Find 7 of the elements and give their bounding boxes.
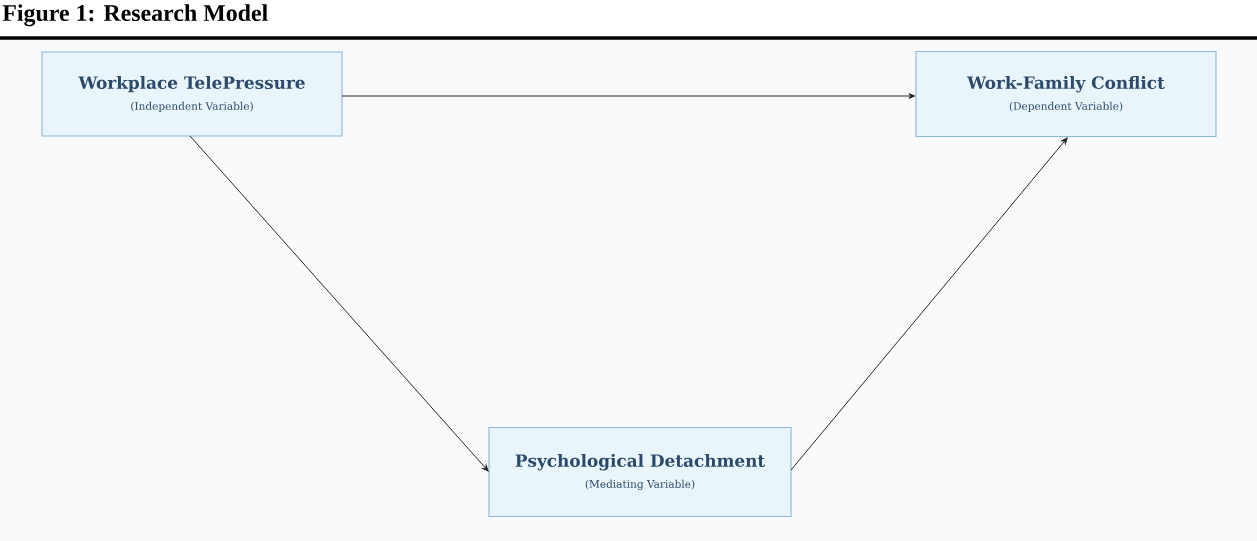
variable-box: Psychological Detachment (Mediating Variable) bbox=[488, 426, 792, 518]
arrow bbox=[790, 137, 1068, 471]
variable-box: Work-Family Conflict (Dependent Variable) bbox=[915, 50, 1217, 138]
arrow bbox=[341, 93, 916, 99]
arrow bbox=[189, 135, 489, 472]
variable-box: Workplace TelePressure (Independent Variable) bbox=[41, 51, 343, 137]
figure-title: Figure 1: Research Model bbox=[2, 4, 268, 27]
